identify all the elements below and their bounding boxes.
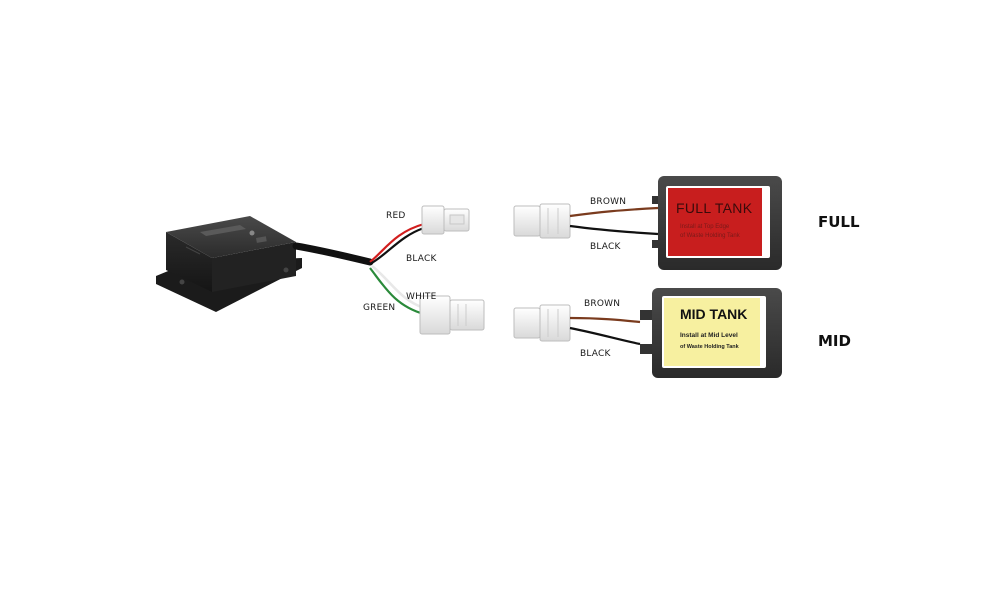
full-tank-title: FULL TANK	[676, 200, 753, 216]
mid-tank-line2: of Waste Holding Tank	[680, 344, 739, 350]
full-tank-line1: Install at Top Edge	[680, 224, 730, 230]
label-brown-wire-mid: BROWN	[584, 299, 621, 309]
label-white-wire: WHITE	[406, 292, 437, 302]
full-side-label: FULL	[818, 213, 860, 231]
controller-unit	[156, 216, 302, 312]
controller-wires	[369, 222, 425, 316]
full-tank-line2: of Waste Holding Tank	[680, 233, 740, 239]
sensor-connector-top	[513, 203, 571, 239]
mid-tank-sensor	[640, 288, 782, 378]
mid-tank-title: MID TANK	[680, 306, 748, 322]
mid-side-label: MID	[818, 332, 851, 350]
label-black-wire-controller: BLACK	[406, 254, 437, 264]
main-cable	[292, 242, 374, 266]
w-brown1-wire	[569, 206, 659, 218]
w-red-wire	[369, 222, 425, 263]
label-green-wire: GREEN	[363, 303, 396, 313]
mid-tank-line1: Install at Mid Level	[680, 332, 738, 339]
controller-connector-bottom	[419, 295, 485, 335]
full-tank-label-face	[668, 188, 762, 256]
full-tank-sensor	[652, 176, 782, 270]
controller-connector-top	[421, 205, 470, 235]
w-blk1-wire	[369, 226, 425, 265]
mid-tank-label-face	[664, 298, 760, 366]
w-white-wire	[371, 264, 425, 310]
sensor-connector-bottom	[513, 304, 571, 342]
label-brown-wire-full: BROWN	[590, 197, 627, 207]
w-green-wire	[369, 267, 425, 316]
sensor-wires	[569, 206, 659, 346]
w-blk3-wire	[569, 326, 641, 346]
label-black-wire-full: BLACK	[590, 242, 621, 252]
w-blk2-wire	[569, 224, 659, 236]
w-brown2-wire	[569, 316, 641, 324]
label-red-wire: RED	[386, 211, 406, 221]
label-black-wire-mid: BLACK	[580, 349, 611, 359]
